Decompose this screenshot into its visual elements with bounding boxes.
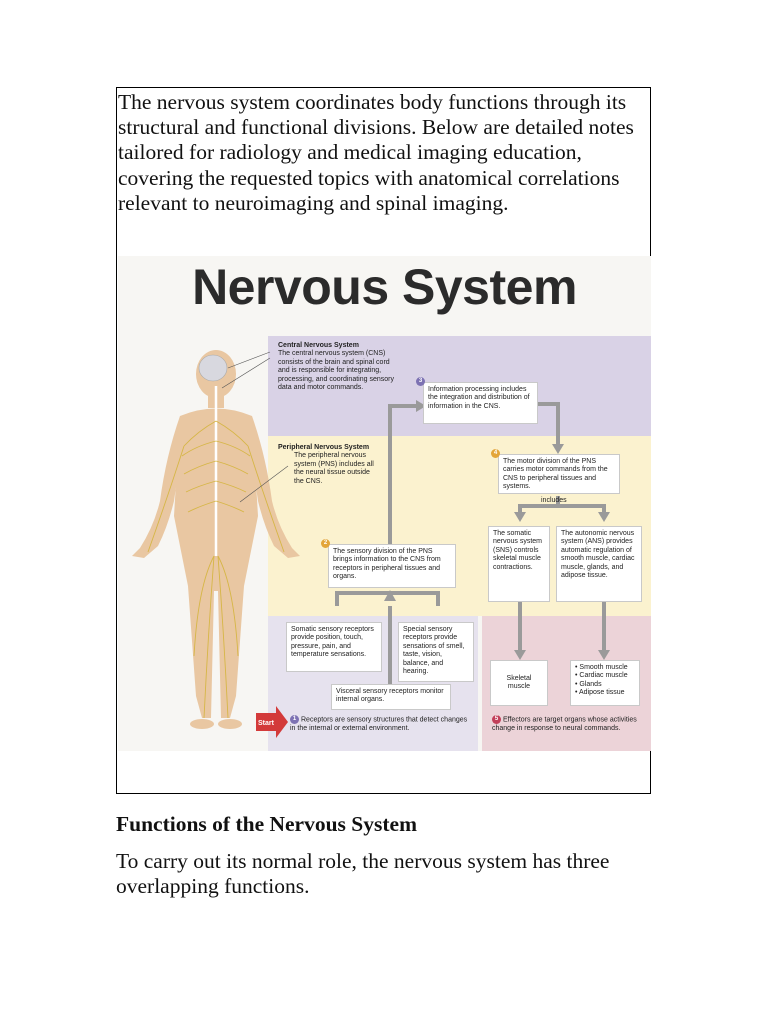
step-5-text: Effectors are target organs whose activi…	[492, 716, 637, 732]
step-3-text: Information processing includes the inte…	[428, 386, 530, 410]
pns-title: Peripheral Nervous System	[278, 444, 370, 451]
step-1-badge: 1	[290, 715, 299, 724]
flow-arrows	[335, 402, 606, 691]
step-4-badge: 4	[491, 449, 500, 458]
effector-list-box: • Smooth muscle • Cardiac muscle • Gland…	[570, 660, 640, 706]
section-paragraph: To carry out its normal role, the nervou…	[116, 849, 610, 899]
visceral-sensory-receptors-box: Visceral sensory receptors monitor inter…	[331, 684, 451, 710]
human-body-icon	[132, 350, 300, 729]
information-processing-box: 3 Information processing includes the in…	[416, 377, 538, 424]
pns-text: The peripheral nervous system (PNS) incl…	[294, 452, 374, 485]
intro-paragraph: The nervous system coordinates body func…	[118, 90, 634, 215]
cns-title: Central Nervous System	[278, 342, 359, 349]
start-label: Start	[258, 720, 275, 727]
step-2-text: The sensory division of the PNS brings i…	[333, 548, 441, 581]
step-3-badge: 3	[416, 377, 425, 386]
step-1-text: Receptors are sensory structures that de…	[290, 716, 468, 732]
content-frame: The nervous system coordinates body func…	[116, 87, 651, 794]
somatic-sensory-receptors-box: Somatic sensory receptors provide positi…	[286, 622, 382, 672]
cns-label: Central Nervous System The central nervo…	[278, 342, 478, 392]
skeletal-muscle-box: Skeletal muscle	[490, 660, 548, 706]
effector-item: • Cardiac muscle	[575, 672, 628, 680]
effector-item: • Adipose tissue	[575, 689, 625, 697]
cns-text: The central nervous system (CNS) consist…	[278, 350, 394, 392]
includes-label: includes	[541, 497, 567, 504]
step-2-badge: 2	[321, 539, 330, 548]
figure-title: Nervous System	[192, 259, 577, 315]
step-5-badge: 5	[492, 715, 501, 724]
sensory-division-box: 2 The sensory division of the PNS brings…	[321, 539, 456, 588]
motor-division-box: 4 The motor division of the PNS carries …	[491, 449, 620, 494]
start-arrow-icon	[256, 706, 288, 738]
step-4-text: The motor division of the PNS carries mo…	[503, 458, 608, 491]
somatic-nervous-system-box: The somatic nervous system (SNS) control…	[488, 526, 550, 602]
nervous-system-figure: Start Nervous System Central Nervous Sys…	[118, 256, 651, 751]
section-heading: Functions of the Nervous System	[116, 812, 417, 836]
autonomic-nervous-system-box: The autonomic nervous system (ANS) provi…	[556, 526, 642, 602]
effector-item: • Smooth muscle	[575, 664, 628, 671]
pns-label: Peripheral Nervous System The peripheral…	[278, 444, 378, 486]
special-sensory-receptors-box: Special sensory receptors provide sensat…	[398, 622, 474, 682]
arrow-heads	[384, 400, 610, 660]
effector-item: • Glands	[575, 680, 602, 688]
